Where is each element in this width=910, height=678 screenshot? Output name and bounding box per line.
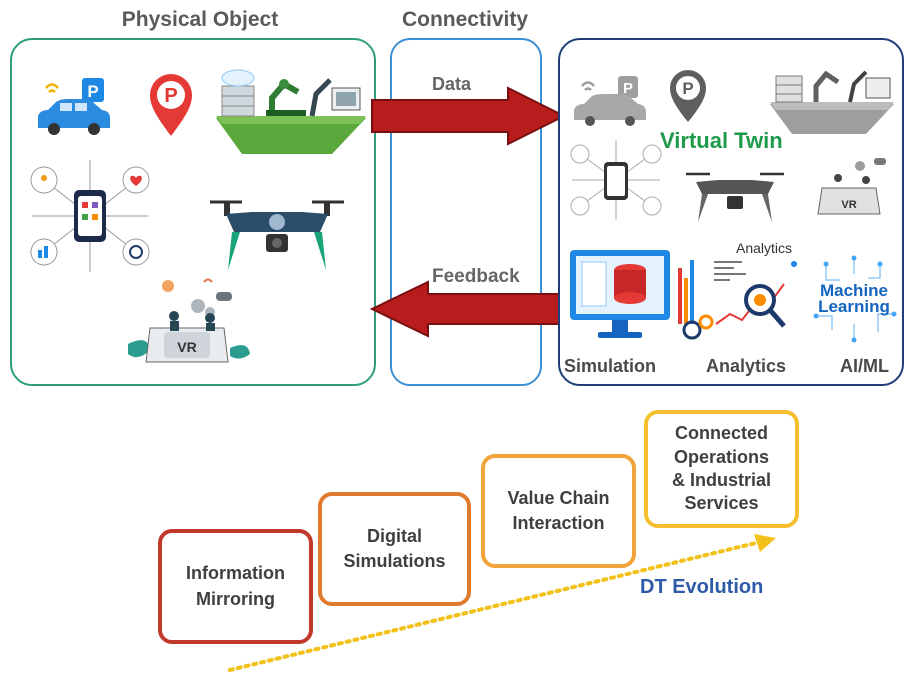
stage-information-mirroring: Information Mirroring [158,529,313,644]
ai-ml-label: AI/ML [840,356,889,376]
smartwatch-health-icon [30,160,150,272]
stage-1-line-1: Information [186,563,285,584]
data-arrow-label: Data [432,74,472,94]
analytics-label: Analytics [706,356,787,376]
stage-3-line-2: Interaction [512,513,605,533]
virtual-vr-text: VR [841,199,856,211]
drone-icon [210,200,344,270]
machine-learning-line2: Learning [818,297,890,316]
virtual-factory-icon [770,70,894,134]
virtual-drone-icon [686,172,784,222]
stage-value-chain-interaction: Value Chain Interaction [481,454,636,568]
stage-4-line-3: & Industrial [671,470,771,490]
simulation-monitor-icon [570,250,670,338]
vr-headset-icon: VR [128,278,250,363]
car-parking-letter: P [87,82,98,101]
stage-digital-simulations: Digital Simulations [318,492,471,606]
parking-pin-icon: P [150,74,192,136]
virtual-vr-icon: VR [817,158,886,215]
stage-2-line-2: Simulations [343,551,446,571]
virtual-twin-panel: P P Virtual Twin [558,38,904,386]
factory-island-icon [216,69,366,154]
virtual-parking-pin-icon: P [670,70,706,122]
machine-learning-line1: Machine [820,281,888,300]
feedback-arrow [370,280,561,338]
virtual-car-parking-letter: P [623,80,633,97]
dt-evolution-label: DT Evolution [640,576,764,598]
stage-4-line-4: Services [684,493,759,514]
dt-evolution-dotted-arrow [228,534,776,672]
analytics-icon [678,260,797,340]
virtual-car-icon: P [574,76,646,126]
data-arrow [371,86,567,146]
virtual-twin-title: Virtual Twin [660,128,783,153]
physical-object-title: Physical Object [121,8,279,31]
physical-object-panel: P P [10,38,376,386]
analytics-tag: Analytics [736,240,793,256]
stage-connected-operations: Connected Operations & Industrial Servic… [644,410,799,528]
machine-learning-icon: Machine Learning [813,255,897,343]
stage-4-line-2: Operations [673,446,769,467]
stage-1-line-2: Mirroring [196,588,275,609]
pin-parking-letter: P [164,85,177,107]
virtual-pin-parking-letter: P [682,79,693,98]
stage-4-line-1: Connected [674,423,768,444]
vr-headset-text: VR [177,339,196,355]
feedback-arrow-label: Feedback [432,266,520,287]
connectivity-title: Connectivity [401,8,529,31]
virtual-smartwatch-icon [570,140,662,220]
simulation-label: Simulation [564,356,657,376]
connected-car-icon: P [38,78,110,135]
stage-3-line-1: Value Chain [507,487,610,508]
stage-2-line-1: Digital [366,525,422,546]
